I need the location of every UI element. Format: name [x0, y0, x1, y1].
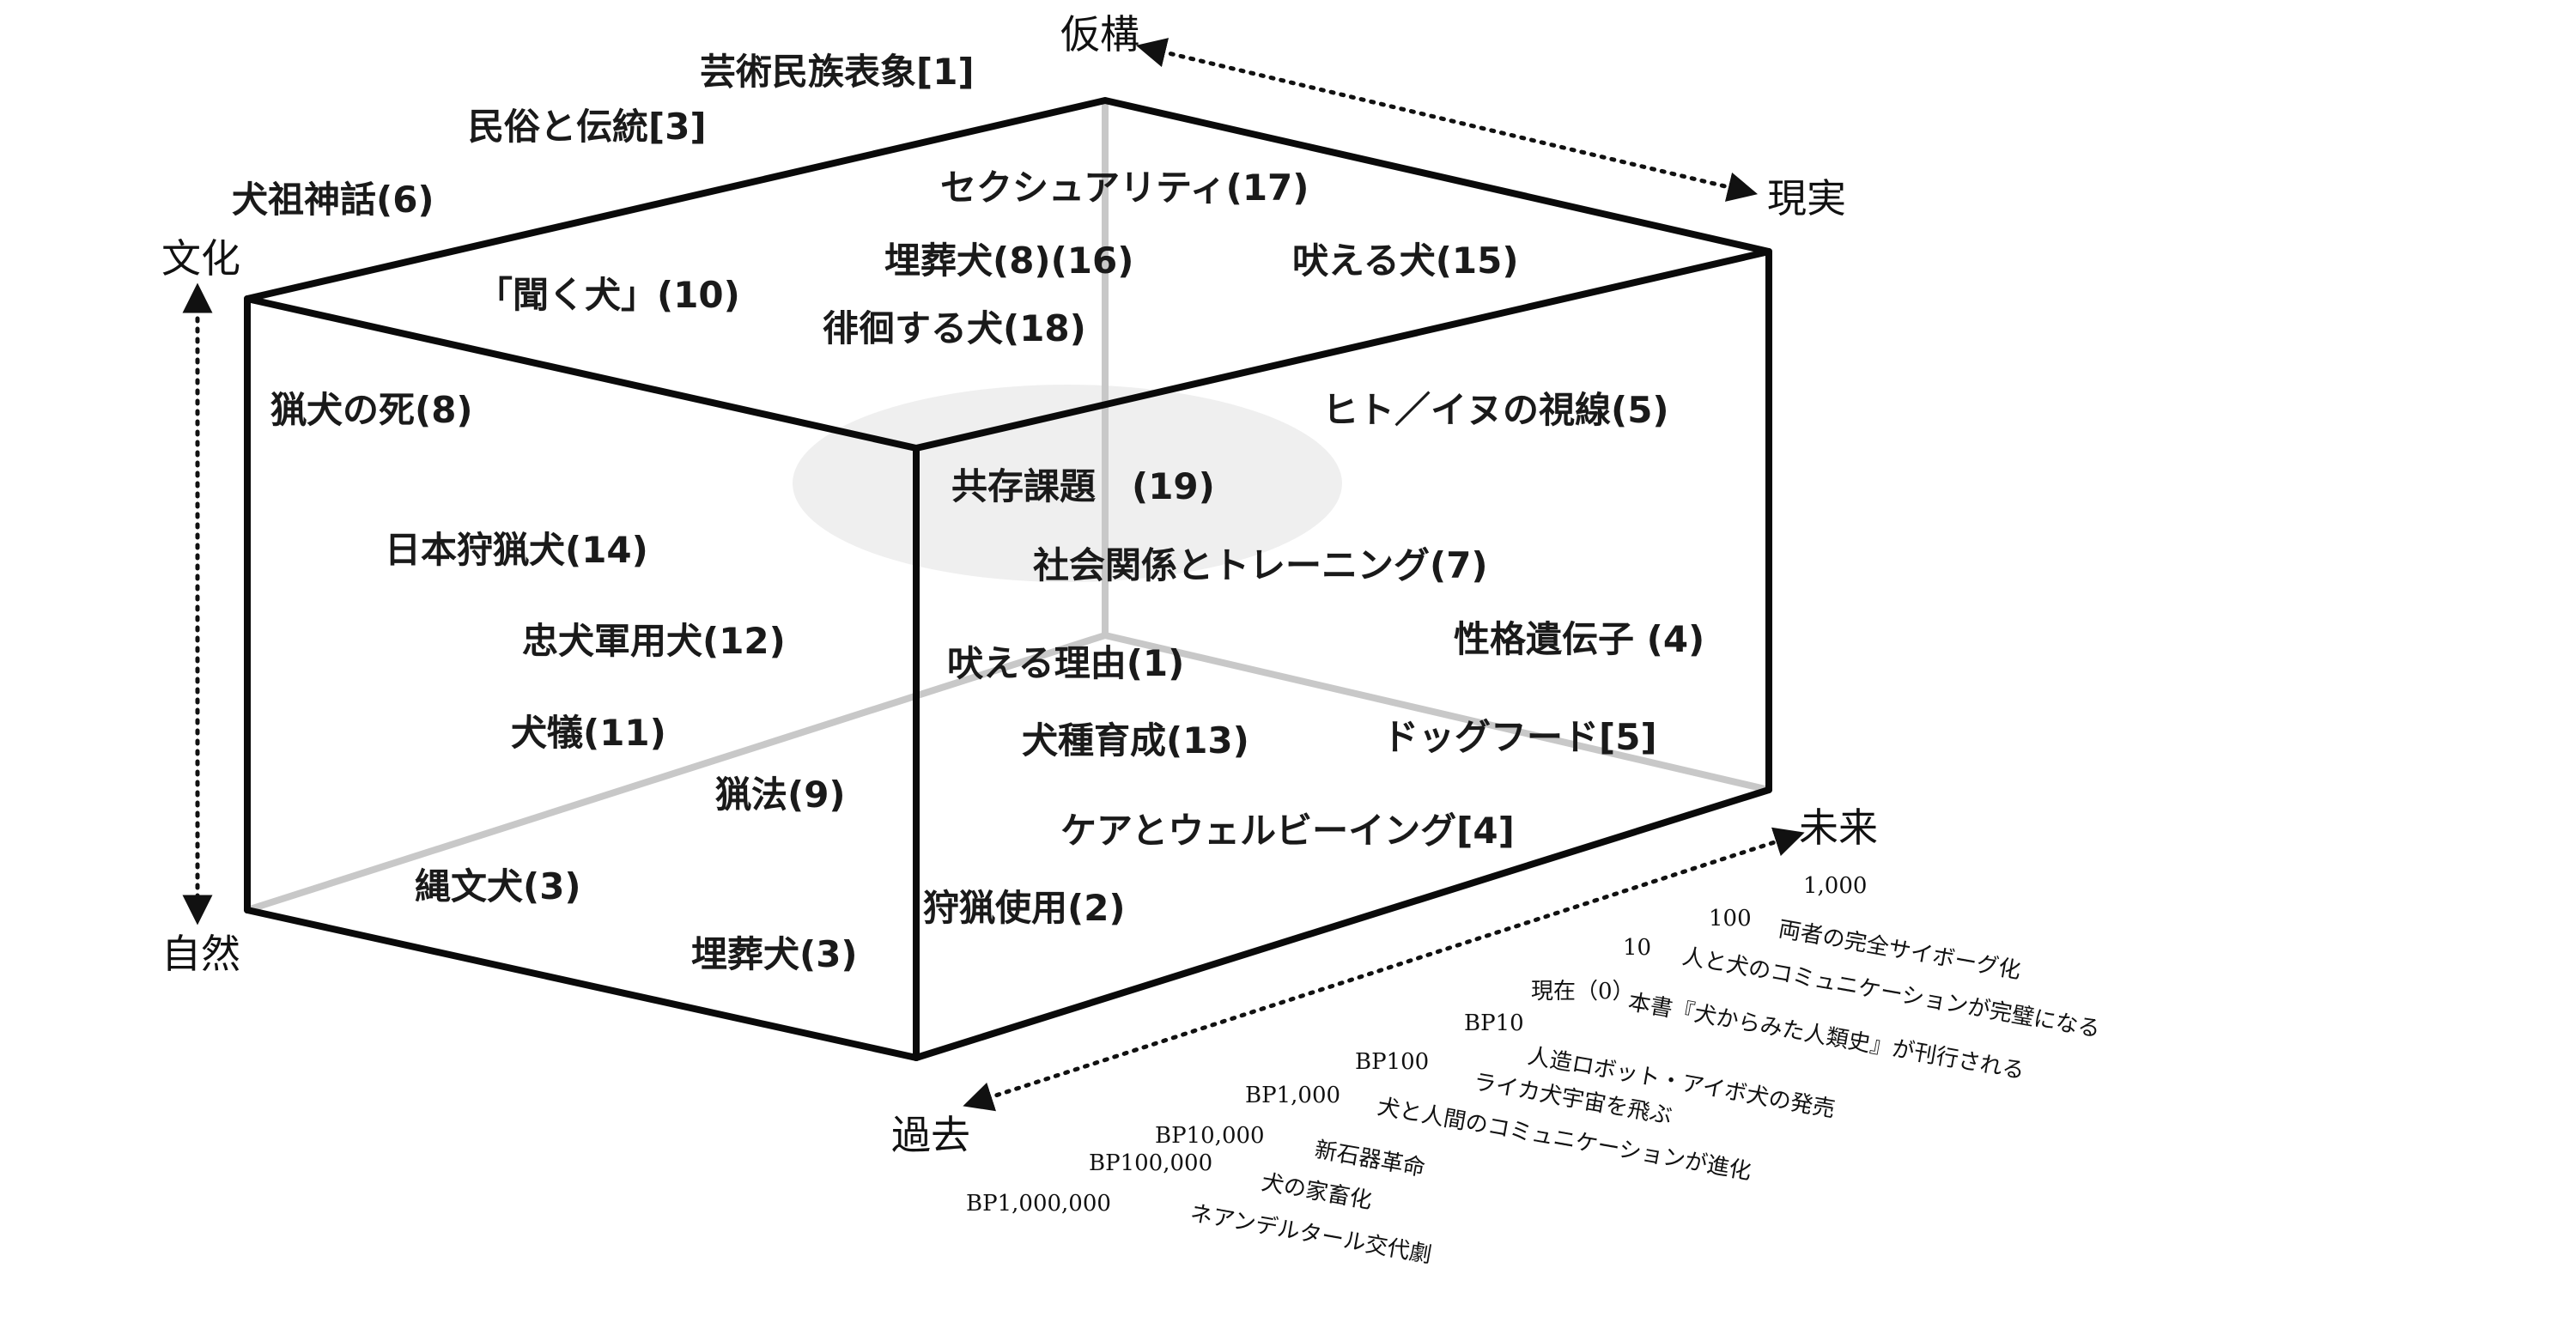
- label-loyal-military-dog: 忠犬軍用犬(12): [522, 620, 786, 662]
- arrow-past-future: [963, 827, 1805, 1112]
- timeline-event: 犬の家畜化: [1260, 1169, 1374, 1214]
- timeline-year: BP10,000: [1155, 1123, 1265, 1149]
- timeline-year: BP1,000: [1245, 1083, 1340, 1108]
- axis-nature: 自然: [161, 931, 240, 977]
- label-burial-dog-8-16: 埋葬犬(8)(16): [884, 240, 1133, 282]
- timeline-year: BP1,000,000: [966, 1191, 1111, 1217]
- label-breed-development: 犬種育成(13): [1022, 719, 1249, 762]
- timeline-year: 現在（0）: [1531, 979, 1635, 1004]
- label-jomon-dog: 縄文犬(3): [415, 865, 581, 907]
- label-japanese-hunting-dog: 日本狩猟犬(14): [385, 529, 648, 571]
- hidden-edge-left: [244, 632, 1109, 913]
- label-personality-gene: 性格遺伝子 (4): [1454, 618, 1704, 660]
- timeline-event: 新石器革命: [1313, 1137, 1427, 1181]
- label-dog-sacrifice: 犬犠(11): [511, 712, 666, 754]
- label-burial-dog-3: 埋葬犬(3): [691, 933, 858, 975]
- axis-past: 過去: [891, 1112, 970, 1158]
- edge-bottom-left: [244, 907, 920, 1061]
- label-sexuality: セクシュアリティ(17): [940, 167, 1309, 209]
- label-coexistence: 共存課題 (19): [951, 465, 1215, 507]
- label-folk-tradition: 民俗と伝統[3]: [468, 106, 707, 148]
- axis-future: 未来: [1799, 804, 1878, 851]
- hidden-edge-right: [1102, 632, 1772, 793]
- arrow-fiction-reality: [1135, 38, 1759, 202]
- label-art-ethnic: 芸術民族表象[1]: [700, 51, 975, 93]
- timeline-year: BP100,000: [1089, 1150, 1212, 1176]
- timeline-year: 1,000: [1803, 873, 1867, 899]
- label-reason-barking: 吠える理由(1): [947, 642, 1184, 684]
- label-dog-ancestor-myth: 犬祖神話(6): [232, 179, 434, 221]
- label-listening-dog: 「聞く犬」(10): [477, 274, 740, 316]
- axis-reality: 現実: [1767, 175, 1846, 222]
- timeline-event: ネアンデルタール交代劇: [1188, 1200, 1434, 1268]
- label-human-dog-gaze: ヒト／イヌの視線(5): [1322, 389, 1669, 431]
- timeline-year: 10: [1623, 935, 1651, 961]
- label-wandering-dog: 徘徊する犬(18): [823, 307, 1086, 349]
- coexistence-highlight: [793, 385, 1342, 582]
- label-barking-dog-15: 吠える犬(15): [1292, 240, 1519, 282]
- label-hunting-law: 猟法(9): [715, 774, 846, 816]
- timeline-year: BP100: [1355, 1049, 1429, 1075]
- timeline: 1,000 100 両者の完全サイボーグ化 10 人と犬のコミュニケーションが完…: [966, 873, 2102, 1268]
- timeline-year: 100: [1709, 906, 1752, 932]
- label-hunting-use: 狩猟使用(2): [923, 887, 1126, 929]
- axis-culture: 文化: [161, 235, 240, 282]
- label-care-wellbeing: ケアとウェルビーイング[4]: [1060, 810, 1515, 852]
- label-social-training: 社会関係とトレーニング(7): [1033, 544, 1488, 586]
- label-dog-food: ドッグフード[5]: [1382, 716, 1657, 758]
- axis-fiction: 仮構: [1060, 11, 1139, 58]
- label-hunting-dog-death: 猟犬の死(8): [270, 389, 473, 431]
- timeline-year: BP10: [1464, 1010, 1524, 1036]
